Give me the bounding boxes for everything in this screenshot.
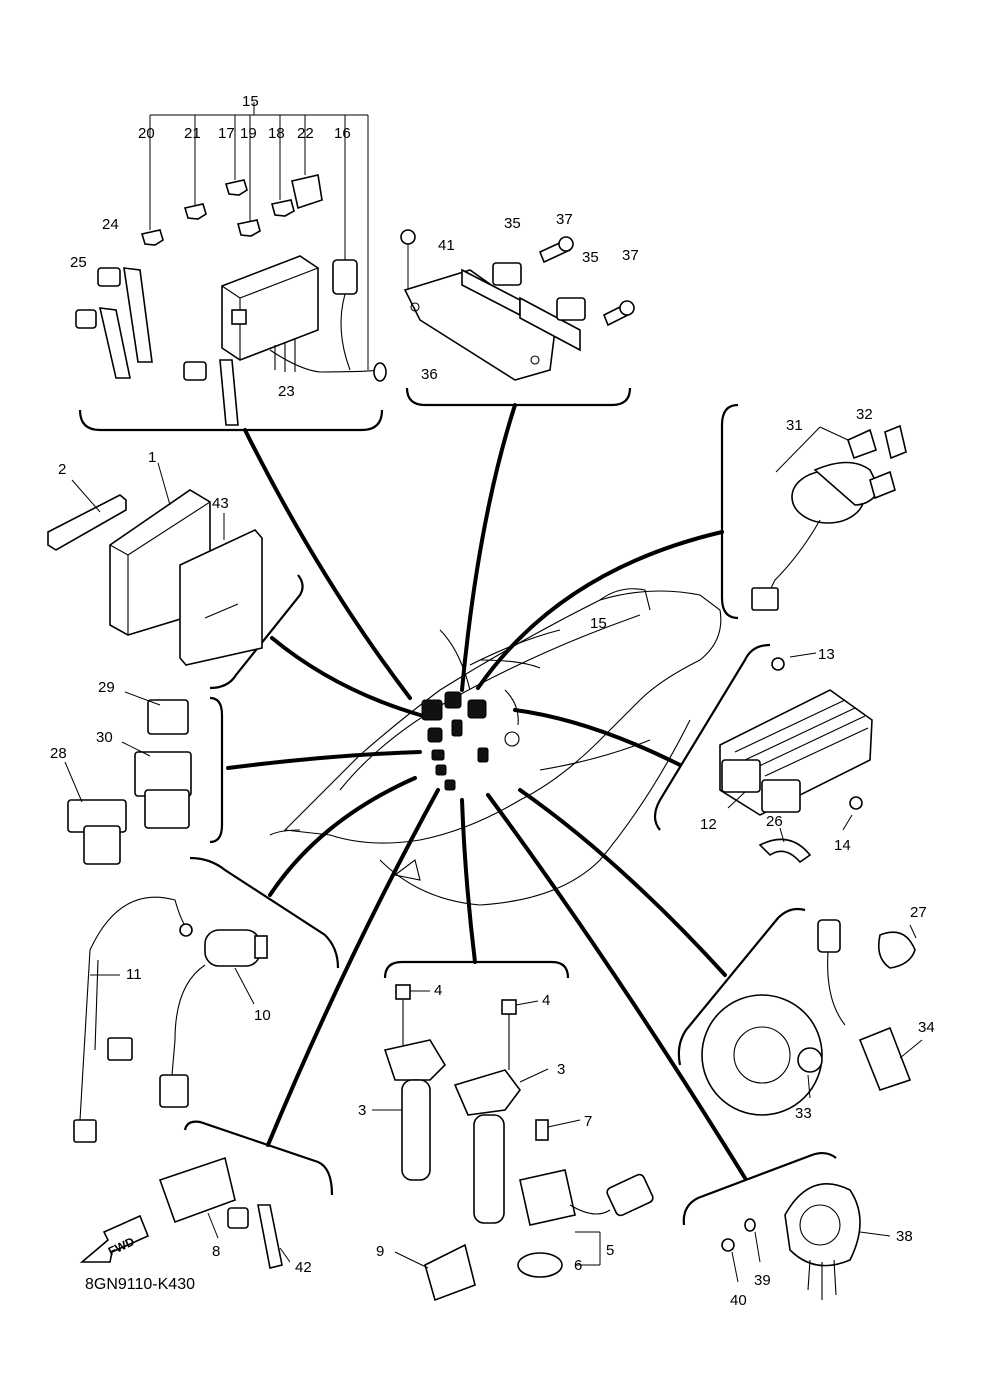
callout-14: 14 (834, 837, 851, 854)
ignition-switch-group (751, 424, 907, 611)
callout-17: 17 (218, 125, 235, 142)
callout-37-b: 37 (622, 247, 639, 264)
ecu-group (47, 462, 263, 666)
callout-8: 8 (212, 1243, 220, 1260)
sensor-leads-group (73, 896, 268, 1143)
callout-21: 21 (184, 125, 201, 142)
callout-3-b: 3 (557, 1061, 565, 1078)
rectifier-group (719, 652, 873, 864)
callout-41: 41 (438, 237, 455, 254)
callout-13: 13 (818, 646, 835, 663)
callout-4-a: 4 (434, 982, 442, 999)
part-code: 8GN9110-K430 (85, 1276, 195, 1293)
callout-42: 42 (295, 1259, 312, 1276)
bracket-sensor-group (400, 229, 635, 381)
callout-38: 38 (896, 1228, 913, 1245)
callout-4-b: 4 (542, 992, 550, 1009)
relay-group (64, 691, 192, 865)
callout-39: 39 (754, 1272, 771, 1289)
ignition-coil-group (372, 984, 654, 1278)
callout-19: 19 (240, 125, 257, 142)
callout-33: 33 (795, 1105, 812, 1122)
connector-lines (226, 403, 747, 1180)
callout-34: 34 (918, 1019, 935, 1036)
callout-37-a: 37 (556, 211, 573, 228)
callout-36: 36 (421, 366, 438, 383)
callout-28: 28 (50, 745, 67, 762)
callout-32: 32 (856, 406, 873, 423)
callout-1: 1 (148, 449, 156, 466)
callout-26: 26 (766, 813, 783, 830)
callout-31: 31 (786, 417, 803, 434)
pickup-coil-group (701, 919, 923, 1116)
fuse-box-group (75, 102, 387, 426)
callout-2: 2 (58, 461, 66, 478)
misc-sensor-group (158, 1156, 891, 1302)
callout-15-center: 15 (590, 615, 607, 632)
callout-40: 40 (730, 1292, 747, 1309)
callout-15-top: 15 (242, 93, 259, 110)
callout-9: 9 (376, 1243, 384, 1260)
frame-outline (269, 588, 722, 906)
callout-25: 25 (70, 254, 87, 271)
forward-arrow: FWD (79, 1214, 150, 1263)
callout-43: 43 (212, 495, 229, 512)
callout-18: 18 (268, 125, 285, 142)
callout-12: 12 (700, 816, 717, 833)
callout-11: 11 (126, 966, 142, 983)
callout-23: 23 (278, 383, 295, 400)
callout-16: 16 (334, 125, 351, 142)
callout-7: 7 (584, 1113, 592, 1130)
callout-27: 27 (910, 904, 927, 921)
callout-35-a: 35 (504, 215, 521, 232)
callout-29: 29 (98, 679, 115, 696)
callout-24: 24 (102, 216, 119, 233)
group-brackets (78, 387, 837, 1226)
callout-labels: 15 20 21 17 19 18 22 16 24 25 23 35 37 3… (50, 93, 935, 1309)
callout-5: 5 (606, 1242, 614, 1259)
callout-10: 10 (254, 1007, 271, 1024)
callout-22: 22 (297, 125, 314, 142)
callout-3-a: 3 (358, 1102, 366, 1119)
callout-20: 20 (138, 125, 155, 142)
callout-30: 30 (96, 729, 113, 746)
callout-35-b: 35 (582, 249, 599, 266)
callout-6: 6 (574, 1257, 582, 1274)
